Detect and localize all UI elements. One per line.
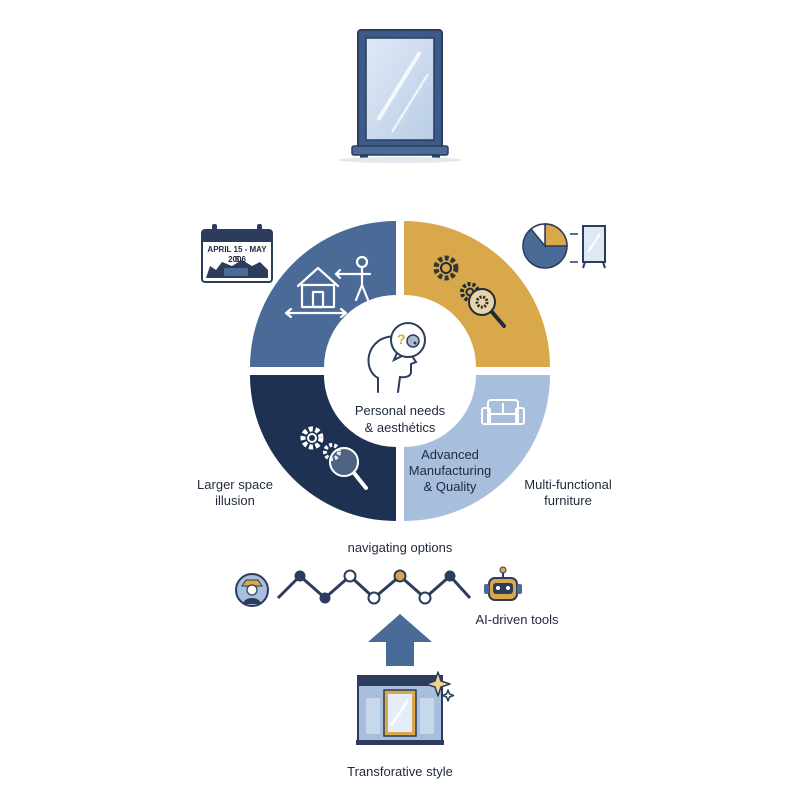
top-mirror-icon bbox=[338, 29, 462, 163]
navigation-path bbox=[276, 569, 472, 605]
sparkle-icon bbox=[425, 671, 455, 702]
path-node bbox=[393, 569, 407, 583]
svg-text:?: ? bbox=[397, 331, 406, 347]
up-arrow-icon bbox=[368, 614, 432, 666]
head-thought-icon: ? bbox=[367, 322, 426, 393]
calendar-date-range: APRIL 15 - MAY 5 bbox=[207, 245, 267, 264]
center-label: Personal needs & aesthétics bbox=[354, 403, 446, 435]
gears-search-icon bbox=[300, 426, 368, 490]
house-person-icon bbox=[284, 255, 372, 319]
path-node bbox=[319, 592, 331, 604]
path-node bbox=[444, 570, 456, 582]
gears-magnifier-icon bbox=[433, 255, 506, 328]
calendar-year: 2006 bbox=[228, 255, 246, 264]
segment-bottom-left bbox=[250, 375, 396, 521]
segment-bottom-right bbox=[404, 375, 550, 521]
navigating-options-label: navigating options bbox=[347, 540, 453, 555]
person-avatar-icon bbox=[235, 573, 269, 607]
pie-mirror-icon bbox=[522, 223, 606, 269]
advanced-manufacturing-label: Advanced Manufacturing & Quality bbox=[408, 447, 492, 494]
path-node bbox=[367, 591, 381, 605]
center-circle bbox=[330, 301, 470, 441]
ai-driven-tools-label: AI-driven tools bbox=[475, 612, 559, 627]
robot-icon bbox=[484, 566, 522, 601]
calendar-icon bbox=[201, 224, 273, 283]
transformative-style-label: Transforative style bbox=[347, 764, 453, 779]
transformed-room-icon bbox=[356, 675, 444, 745]
sofa-icon bbox=[481, 399, 525, 425]
path-node bbox=[418, 591, 432, 605]
path-node bbox=[294, 570, 306, 582]
multi-functional-label: Multi-functional furniture bbox=[524, 477, 612, 508]
path-node bbox=[343, 569, 357, 583]
larger-space-label: Larger space illusion bbox=[197, 477, 273, 508]
